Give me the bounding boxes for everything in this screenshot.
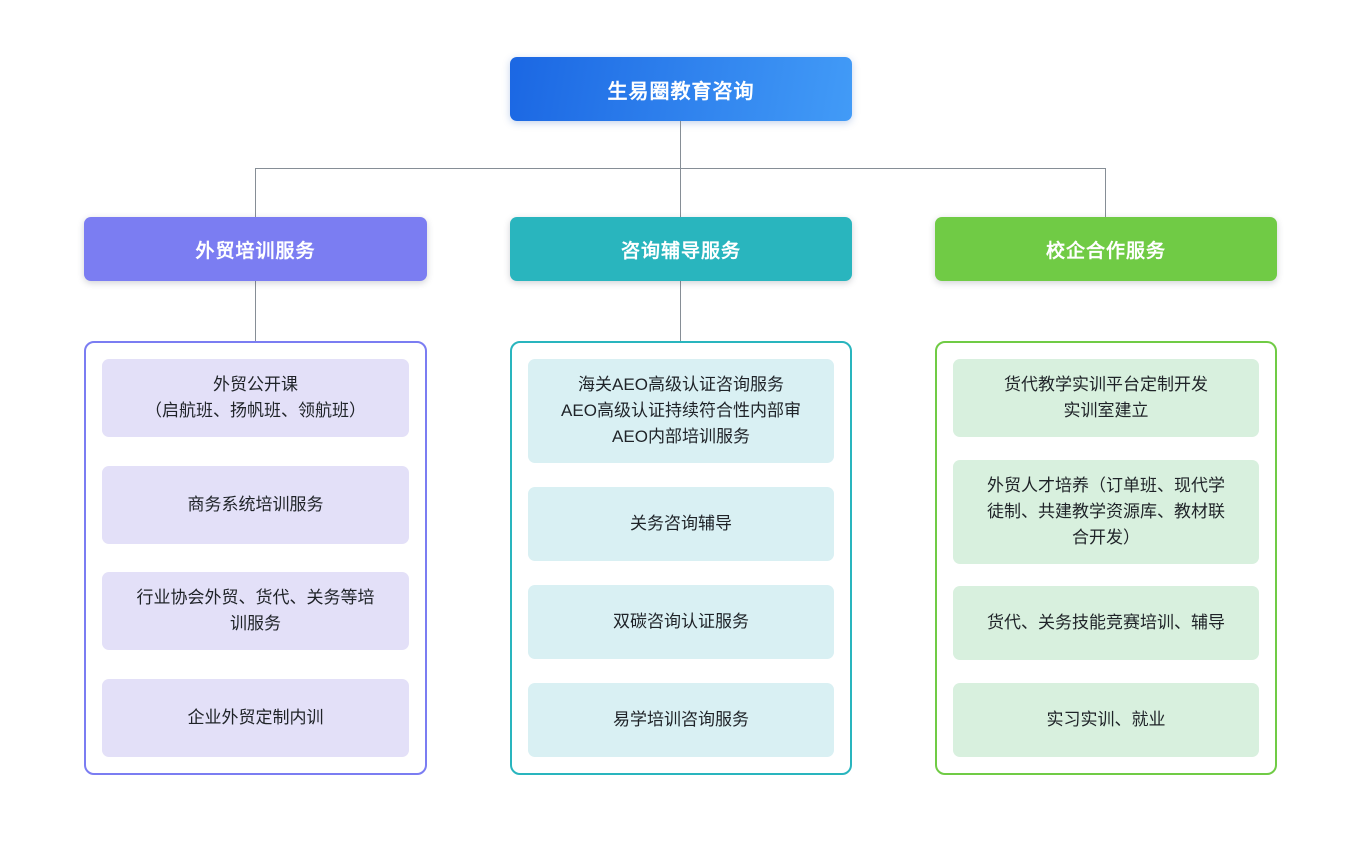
connector-branch-2-body xyxy=(680,281,681,341)
service-item[interactable]: 货代、关务技能竞赛培训、辅导 xyxy=(953,586,1259,661)
branch-header-trade-training[interactable]: 外贸培训服务 xyxy=(84,217,427,281)
root-node[interactable]: 生易圈教育咨询 xyxy=(510,57,852,121)
branch-consulting: 咨询辅导服务 海关AEO高级认证咨询服务 AEO高级认证持续符合性内部审 AEO… xyxy=(510,217,852,775)
connector-branch-3-drop xyxy=(1105,168,1106,217)
branch-header-consulting[interactable]: 咨询辅导服务 xyxy=(510,217,852,281)
connector-branch-1-drop xyxy=(255,168,256,217)
service-item[interactable]: 外贸人才培养（订单班、现代学 徒制、共建教学资源库、教材联 合开发） xyxy=(953,459,1259,564)
branch-container-consulting: 海关AEO高级认证咨询服务 AEO高级认证持续符合性内部审 AEO内部培训服务 … xyxy=(510,341,852,775)
service-item[interactable]: 行业协会外贸、货代、关务等培 训服务 xyxy=(102,572,409,651)
connector-branch-2-drop xyxy=(680,168,681,217)
service-item[interactable]: 双碳咨询认证服务 xyxy=(528,585,834,659)
branch-trade-training: 外贸培训服务 外贸公开课 （启航班、扬帆班、领航班） 商务系统培训服务 行业协会… xyxy=(84,217,427,775)
connector-branch-1-body xyxy=(255,281,256,341)
branch-container-school-enterprise: 货代教学实训平台定制开发 实训室建立 外贸人才培养（订单班、现代学 徒制、共建教… xyxy=(935,341,1277,775)
branch-label: 咨询辅导服务 xyxy=(620,240,741,262)
branch-school-enterprise: 校企合作服务 货代教学实训平台定制开发 实训室建立 外贸人才培养（订单班、现代学… xyxy=(935,217,1277,775)
branch-container-trade-training: 外贸公开课 （启航班、扬帆班、领航班） 商务系统培训服务 行业协会外贸、货代、关… xyxy=(84,341,427,775)
connector-root-stem xyxy=(680,121,681,168)
service-item[interactable]: 关务咨询辅导 xyxy=(528,487,834,561)
service-item[interactable]: 易学培训咨询服务 xyxy=(528,683,834,757)
service-item[interactable]: 实习实训、就业 xyxy=(953,682,1259,757)
service-item[interactable]: 货代教学实训平台定制开发 实训室建立 xyxy=(953,359,1259,437)
root-label: 生易圈教育咨询 xyxy=(607,80,755,103)
branch-label: 校企合作服务 xyxy=(1045,240,1166,262)
service-item[interactable]: 外贸公开课 （启航班、扬帆班、领航班） xyxy=(102,359,409,437)
service-item[interactable]: 企业外贸定制内训 xyxy=(102,678,409,757)
branch-header-school-enterprise[interactable]: 校企合作服务 xyxy=(935,217,1277,281)
service-item[interactable]: 海关AEO高级认证咨询服务 AEO高级认证持续符合性内部审 AEO内部培训服务 xyxy=(528,359,834,463)
service-item[interactable]: 商务系统培训服务 xyxy=(102,465,409,544)
branch-label: 外贸培训服务 xyxy=(195,240,316,262)
